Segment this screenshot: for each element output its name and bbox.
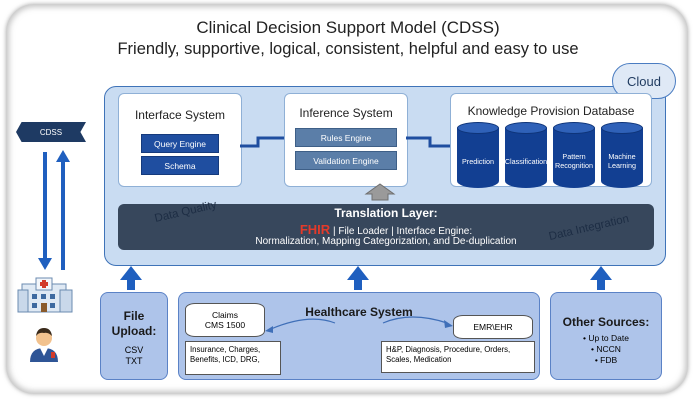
doctor-icon: [30, 328, 58, 362]
claims-title: Claims: [212, 310, 238, 320]
knowledge-db-panel: Knowledge Provision Database Prediction …: [450, 93, 652, 188]
healthcare-connectors: [265, 316, 453, 333]
file-upload-box: File Upload: CSV TXT: [100, 292, 168, 380]
machine-learning-label: Machine Learning: [608, 152, 636, 170]
validation-engine-box: Validation Engine: [295, 151, 397, 170]
knowledge-db-title: Knowledge Provision Database: [467, 104, 635, 118]
translation-line2: FHIR | File Loader | Interface Engine:: [118, 222, 654, 237]
fhir-label: FHIR: [299, 222, 331, 237]
interface-system-title: Interface System: [134, 108, 226, 122]
file-upload-title: File Upload:: [111, 309, 157, 338]
schema-box: Schema: [141, 156, 219, 175]
pattern-recognition-label: Pattern Recognition: [555, 152, 593, 170]
file-format-txt: TXT: [125, 356, 143, 366]
emr-title: EMR\EHR: [473, 322, 513, 332]
query-engine-box: Query Engine: [141, 134, 219, 153]
claims-details: Insurance, Charges, Benefits, ICD, DRG,: [185, 341, 281, 375]
translation-loader-text: | File Loader | Interface Engine:: [332, 226, 473, 237]
other-source-item: • NCCN: [591, 344, 621, 354]
rules-engine-box: Rules Engine: [295, 128, 397, 147]
pattern-recognition-cylinder: Pattern Recognition: [553, 122, 595, 194]
translation-title: Translation Layer:: [334, 206, 438, 220]
claims-subtitle: CMS 1500: [204, 320, 246, 330]
other-sources-box: Other Sources: • Up to Date • NCCN • FDB: [550, 292, 662, 380]
prediction-label: Prediction: [462, 156, 494, 166]
inference-system-panel: Inference System Rules Engine Validation…: [284, 93, 408, 187]
diagram-subtitle: Friendly, supportive, logical, consisten…: [117, 40, 579, 58]
other-sources-list: • Up to Date • NCCN • FDB: [551, 333, 661, 366]
claims-scroll: Claims CMS 1500: [185, 303, 265, 337]
translation-line3: Normalization, Mapping Categorization, a…: [255, 236, 517, 247]
file-format-csv: CSV: [124, 345, 144, 355]
classification-cylinder: Classification: [505, 122, 547, 194]
interface-system-panel: Interface System Query Engine Schema: [118, 93, 242, 187]
other-sources-title: Other Sources:: [562, 315, 650, 329]
hospital-icon: [17, 277, 73, 313]
prediction-cylinder: Prediction: [457, 122, 499, 194]
emr-details: H&P, Diagnosis, Procedure, Orders, Scale…: [381, 341, 535, 373]
healthcare-system-title: Healthcare System: [305, 305, 413, 319]
other-source-item: • FDB: [594, 355, 618, 365]
inference-system-title: Inference System: [299, 106, 393, 120]
diagram-title: Clinical Decision Support Model (CDSS): [196, 18, 500, 37]
translation-layer: Translation Layer: FHIR | File Loader | …: [118, 204, 654, 250]
machine-learning-cylinder: Machine Learning: [601, 122, 643, 194]
cdss-tag: CDSS: [16, 122, 86, 142]
other-source-item: • Up to Date: [583, 333, 629, 343]
classification-label: Classification: [504, 156, 548, 166]
emr-scroll: EMR\EHR: [453, 315, 533, 339]
healthcare-system-box: Healthcare System Claims CMS 1500 Insura…: [178, 292, 540, 380]
